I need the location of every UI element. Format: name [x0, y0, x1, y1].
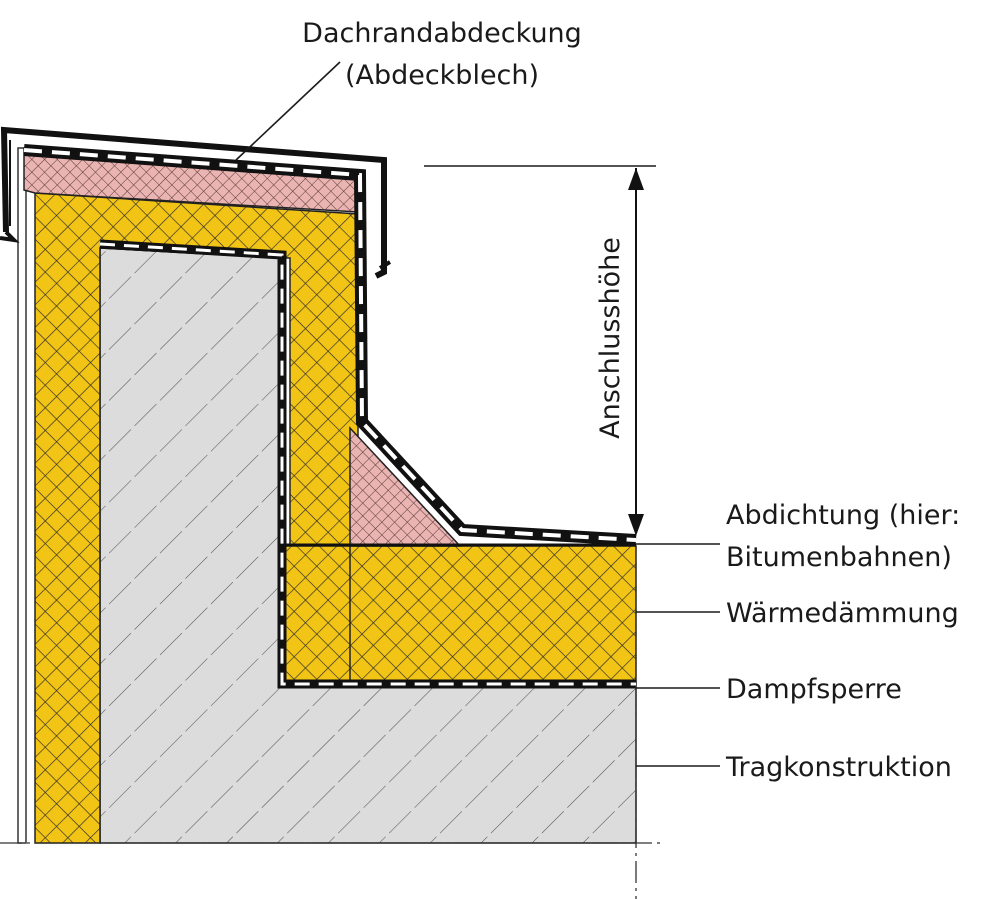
vapor-barrier-label: Dampfsperre	[726, 674, 902, 705]
connection-height-dimension	[424, 165, 656, 536]
cap-flashing	[0, 126, 387, 279]
seal-label-line1: Abdichtung (hier:	[726, 500, 960, 531]
structure-label: Tragkonstruktion	[725, 752, 952, 783]
cap-label-line2: (Abdeckblech)	[345, 60, 539, 91]
outer-skin	[17, 147, 27, 844]
connection-height-label: Anschlusshöhe	[595, 237, 626, 439]
seal-label-line2: Bitumenbahnen)	[726, 542, 952, 573]
cap-label-line1: Dachrandabdeckung	[302, 18, 582, 49]
insulation-label: Wärmedämmung	[726, 598, 959, 629]
cant-strip-wedge	[349, 426, 462, 547]
cap-leader-line	[235, 61, 341, 161]
roof-insulation	[283, 545, 637, 683]
